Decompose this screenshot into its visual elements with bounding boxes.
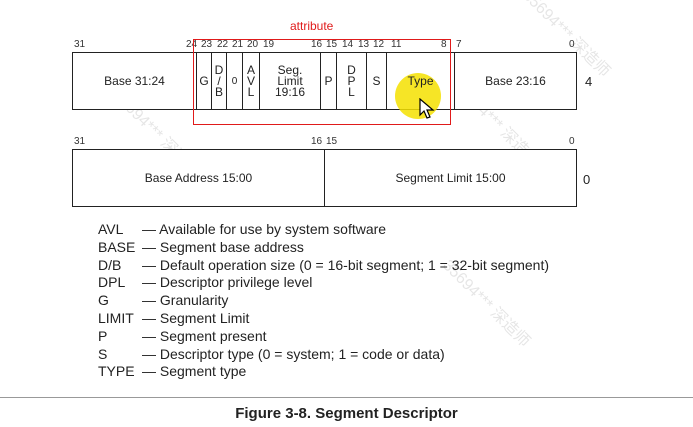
cursor-highlight [395,73,441,119]
bit-number: 31 [74,39,86,50]
field-label: D [214,62,224,77]
field-base-23-16: Base 23:16 [455,53,576,109]
legend-item: G — Granularity [98,292,549,310]
field-label: A [246,62,255,77]
bit-number: 7 [456,39,462,50]
bit-number: 0 [569,39,575,50]
bit-number: 15 [326,39,338,50]
legend-item: S — Descriptor type (0 = system; 1 = code… [98,346,549,364]
field-type: Type [387,53,455,119]
bit-number: 31 [74,136,86,147]
legend-desc: — Segment type [142,363,247,380]
field-s: S [367,53,387,109]
field-label: B [214,84,223,99]
legend-item: BASE — Segment base address [98,239,549,257]
legend-desc: — Segment present [142,327,267,344]
field-label: Base 23:16 [485,73,546,88]
bit-number: 13 [358,39,370,50]
field-label: P [347,73,356,88]
mouse-pointer-icon [419,98,435,119]
legend-desc: — Default operation size (0 = 16-bit seg… [142,256,549,273]
field-label: P [324,73,333,88]
field-label: V [246,73,255,88]
legend-desc: — Descriptor type (0 = system; 1 = code … [142,345,445,362]
legend-key: S [98,345,108,362]
bit-number: 22 [217,39,229,50]
dword-offset: 4 [585,74,593,89]
legend-desc: — Segment Limit [142,309,250,326]
field-label: L [348,84,355,99]
bit-number: 11 [391,39,402,50]
bit-number: 16 [311,136,323,147]
attribute-highlight-box [193,39,451,125]
attribute-label: attribute [290,19,334,33]
field-label: / [217,73,221,88]
legend-item: AVL — Available for use by system softwar… [98,221,549,239]
legend-desc: — Available for use by system software [142,221,387,237]
descriptor-lower-dword: Base Address 15:00 Segment Limit 15:00 [72,149,577,207]
legend-key: P [98,327,108,344]
legend-item: DPL — Descriptor privilege level [98,274,549,292]
bit-number: 14 [342,39,354,50]
bit-number: 23 [201,39,213,50]
bit-number: 19 [263,39,275,50]
field-label: Base Address 15:00 [144,170,253,185]
field-base-31-24: Base 31:24 [73,53,197,109]
field-label: 19:16 [274,84,306,99]
divider [0,397,693,398]
bit-number: 16 [311,39,323,50]
field-label: D [347,62,356,77]
field-g: G [197,53,212,109]
bit-number: 20 [247,39,259,50]
field-base-address-15-00: Base Address 15:00 [73,150,325,206]
bit-number: 21 [232,39,244,50]
legend-key: BASE [98,238,136,255]
legend-key: AVL [98,221,124,237]
field-label: Type [407,73,434,88]
legend-desc: — Granularity [142,292,229,309]
legend-item: P — Segment present [98,328,549,346]
bit-number: 0 [569,136,575,147]
field-segment-limit-15-00: Segment Limit 15:00 [325,150,576,206]
field-label: Segment Limit 15:00 [395,170,506,185]
field-label: Base 31:24 [104,73,165,88]
bit-number: 24 [186,39,198,50]
field-db: D/B [212,53,227,109]
legend-key: D/B [98,256,122,273]
legend-key: DPL [98,274,126,291]
field-label: S [372,73,381,88]
legend-desc: — Descriptor privilege level [142,274,313,291]
legend-desc: — Segment base address [142,238,304,255]
legend-item: LIMIT — Segment Limit [98,310,549,328]
field-legend: AVL — Available for use by system softwar… [98,221,549,381]
legend-item: D/B — Default operation size (0 = 16-bit … [98,257,549,275]
legend-key: G [98,292,109,309]
field-zero: 0 [227,53,243,109]
field-p: P [321,53,337,109]
dword-offset: 0 [583,172,591,187]
legend-key: TYPE [98,363,135,380]
bit-number: 8 [441,39,447,50]
field-label: 0 [231,75,238,87]
bit-number: 12 [373,39,385,50]
legend-item: TYPE — Segment type [98,363,549,381]
field-label: Seg. [277,62,303,77]
bit-number: 15 [326,136,338,147]
field-label: Limit [277,73,303,88]
figure-caption: Figure 3-8. Segment Descriptor [235,405,458,422]
legend-key: LIMIT [98,309,134,326]
field-label: G [199,73,209,88]
field-label: L [247,84,255,99]
